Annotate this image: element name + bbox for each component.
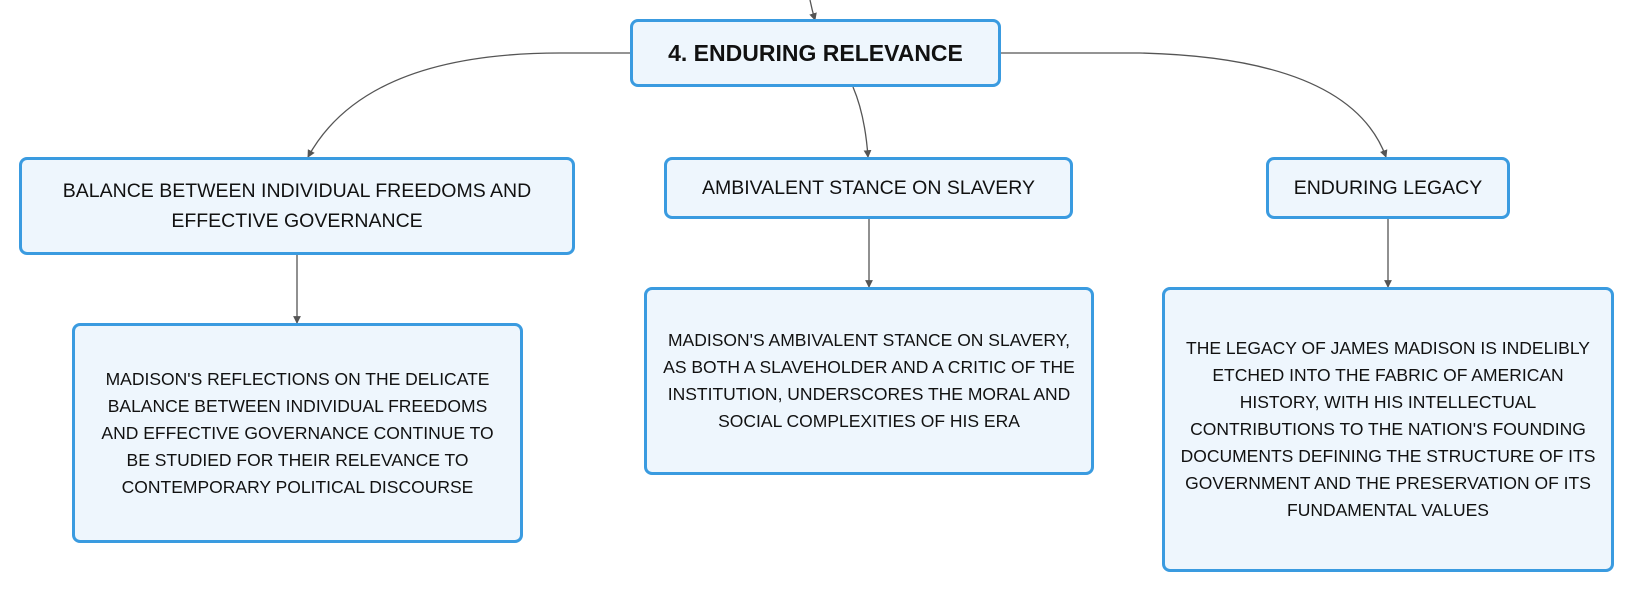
branch-node-legacy[interactable]: ENDURING LEGACY [1266, 157, 1510, 219]
root-topic-node[interactable]: 4. ENDURING RELEVANCE [630, 19, 1001, 87]
connector-parent-to-root [809, 0, 817, 21]
connector-root-to-branch-1 [307, 52, 630, 158]
connector-root-to-branch-2 [852, 86, 872, 158]
detail-text-legacy: THE LEGACY OF JAMES MADISON IS INDELIBLY… [1180, 338, 1596, 520]
detail-node-legacy[interactable]: THE LEGACY OF JAMES MADISON IS INDELIBLY… [1162, 287, 1614, 572]
detail-text-balance: MADISON'S REFLECTIONS ON THE DELICATE BA… [101, 368, 494, 497]
branch-label-slavery: AMBIVALENT STANCE ON SLAVERY [701, 177, 1036, 199]
branch-node-balance[interactable]: BALANCE BETWEEN INDIVIDUAL FREEDOMS AND … [19, 157, 575, 255]
connector-root-to-branch-3 [1001, 52, 1388, 158]
branch-label-balance: BALANCE BETWEEN INDIVIDUAL FREEDOMS AND … [62, 180, 532, 232]
detail-text-slavery: MADISON'S AMBIVALENT STANCE ON SLAVERY, … [663, 330, 1075, 431]
detail-node-balance[interactable]: MADISON'S REFLECTIONS ON THE DELICATE BA… [72, 323, 523, 543]
root-topic-label: 4. ENDURING RELEVANCE [668, 39, 963, 66]
branch-node-slavery[interactable]: AMBIVALENT STANCE ON SLAVERY [664, 157, 1073, 219]
branch-label-legacy: ENDURING LEGACY [1293, 177, 1483, 199]
detail-node-slavery[interactable]: MADISON'S AMBIVALENT STANCE ON SLAVERY, … [644, 287, 1094, 475]
